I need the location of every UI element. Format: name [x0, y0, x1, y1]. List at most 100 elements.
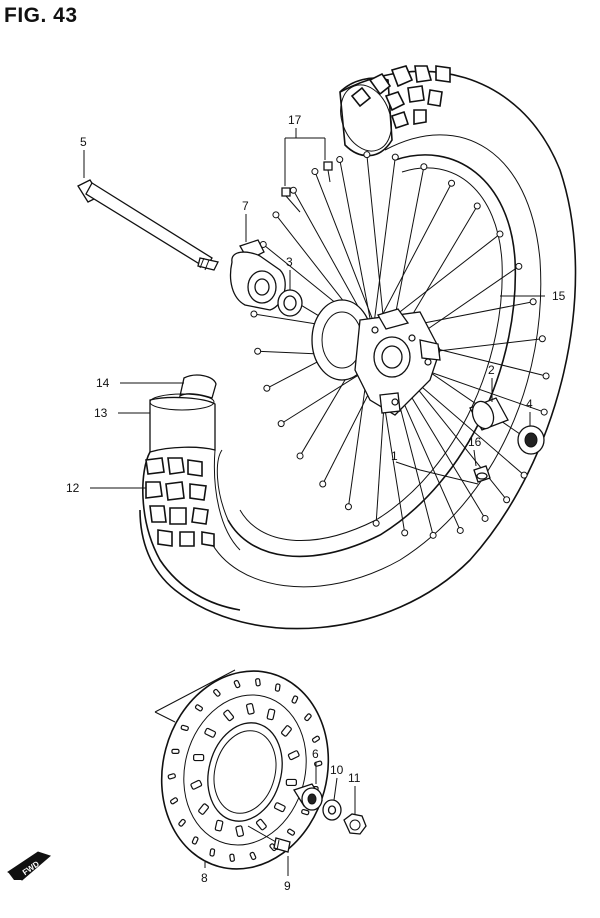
figure-title: FIG. 43 — [4, 4, 78, 27]
disc-outer-hole — [194, 704, 204, 712]
disc-inner-slot — [235, 825, 245, 837]
spoke-nipple — [372, 519, 380, 527]
spoke-nipple — [263, 384, 271, 392]
disc-outer-hole — [286, 828, 296, 836]
callout-17: 17 — [288, 113, 302, 127]
disc-outer-hole — [171, 748, 180, 754]
callout-12: 12 — [66, 481, 80, 495]
callout-5: 5 — [80, 135, 87, 149]
callout-10: 10 — [330, 763, 344, 777]
disc-outer-hole — [311, 735, 321, 743]
nut — [343, 813, 367, 835]
disc-outer-hole — [233, 679, 241, 689]
speedometer-gearbox — [229, 239, 286, 311]
spoke-nipple — [529, 298, 537, 306]
disc-outer-hole — [229, 853, 235, 862]
spoke-nipple — [401, 529, 409, 537]
disc-outer-hole — [274, 683, 281, 692]
disc-outer-hole — [180, 724, 189, 732]
hub — [311, 299, 441, 416]
disc-inner-slot — [223, 709, 235, 722]
tire-tread-top — [350, 65, 451, 130]
disc-outer-hole — [169, 797, 179, 805]
spoke-nipple — [363, 151, 371, 159]
callout-6: 6 — [312, 747, 319, 761]
disc-outer-hole — [209, 848, 216, 857]
bearing-left — [277, 289, 303, 317]
spoke-nipple — [481, 514, 489, 522]
spoke-nipple — [429, 531, 437, 539]
disc-inner-slot — [204, 727, 217, 738]
collar — [293, 783, 323, 811]
spoke-nipple — [319, 480, 327, 488]
spoke-nipple — [254, 347, 262, 355]
disc-inner-slot — [266, 708, 276, 721]
disc-outer-hole — [178, 818, 186, 827]
leader-lines — [83, 128, 545, 876]
spoke-nipple — [336, 156, 344, 164]
spoke-nipple — [456, 526, 464, 534]
inner-tube — [149, 393, 216, 453]
bearing-right — [517, 425, 545, 455]
disc-outer-hole — [249, 851, 257, 861]
disc-inner-slot — [245, 703, 255, 715]
disc-inner-slot — [273, 802, 286, 813]
disc-outer-hole — [301, 808, 310, 816]
callout-16: 16 — [468, 435, 482, 449]
tire — [139, 70, 577, 630]
callout-4: 4 — [526, 397, 533, 411]
spoke-nipple — [289, 186, 297, 194]
disc-outer-hole — [291, 695, 299, 704]
spoke — [372, 157, 396, 334]
disc-bolt — [247, 825, 291, 853]
spoke-nipple — [538, 335, 546, 343]
forward-direction-badge: FWD — [7, 851, 51, 881]
callout-13: 13 — [94, 406, 108, 420]
spoke-nipple — [515, 262, 523, 270]
disc-inner-slot — [193, 753, 205, 762]
spoke-nipple — [311, 168, 319, 176]
disc-inner-slot — [287, 750, 300, 761]
disc-outer-hole — [255, 678, 261, 687]
spoke — [372, 183, 452, 334]
disc-inner-slot — [285, 778, 297, 787]
spoke-nipple — [250, 310, 258, 318]
spoke-nipple — [542, 372, 550, 380]
disc-inner-slot — [255, 818, 267, 831]
callout-2: 2 — [488, 363, 495, 377]
callout-11: 11 — [348, 771, 361, 785]
spoke-nipple — [473, 202, 481, 210]
spacer — [469, 397, 509, 431]
disc-outer-hole — [314, 760, 323, 767]
callout-3: 3 — [286, 255, 293, 269]
axle — [77, 179, 219, 271]
spoke-nipple — [277, 420, 285, 428]
spoke-nipple — [272, 211, 280, 219]
callout-15: 15 — [552, 289, 566, 303]
spoke-nipple — [503, 496, 511, 504]
spoke-nipples — [281, 161, 333, 213]
spoke-nipple — [344, 503, 352, 511]
callout-9: 9 — [284, 879, 291, 893]
brake-disc-holes — [167, 678, 323, 862]
callout-labels: 5 7 3 17 15 2 4 16 1 14 13 12 8 9 6 10 1… — [66, 113, 566, 893]
disc-outer-hole — [167, 773, 176, 780]
tire-section-left — [142, 449, 241, 611]
spoke-nipple — [391, 153, 399, 161]
disc-inner-slot — [280, 725, 292, 737]
disc-outer-hole — [191, 836, 199, 845]
spoke-nipple — [496, 230, 504, 238]
callout-14: 14 — [96, 376, 110, 390]
disc-inner-slot — [214, 819, 224, 832]
washer — [322, 799, 342, 821]
spoke-nipple — [540, 408, 548, 416]
callout-7: 7 — [242, 199, 249, 213]
callout-1: 1 — [391, 449, 398, 463]
valve-cap — [473, 465, 491, 483]
brake-disc — [154, 669, 330, 870]
callout-8: 8 — [201, 871, 208, 885]
spoke-nipple — [420, 163, 428, 171]
disc-outer-hole — [304, 713, 312, 722]
disc-outer-hole — [213, 688, 221, 697]
